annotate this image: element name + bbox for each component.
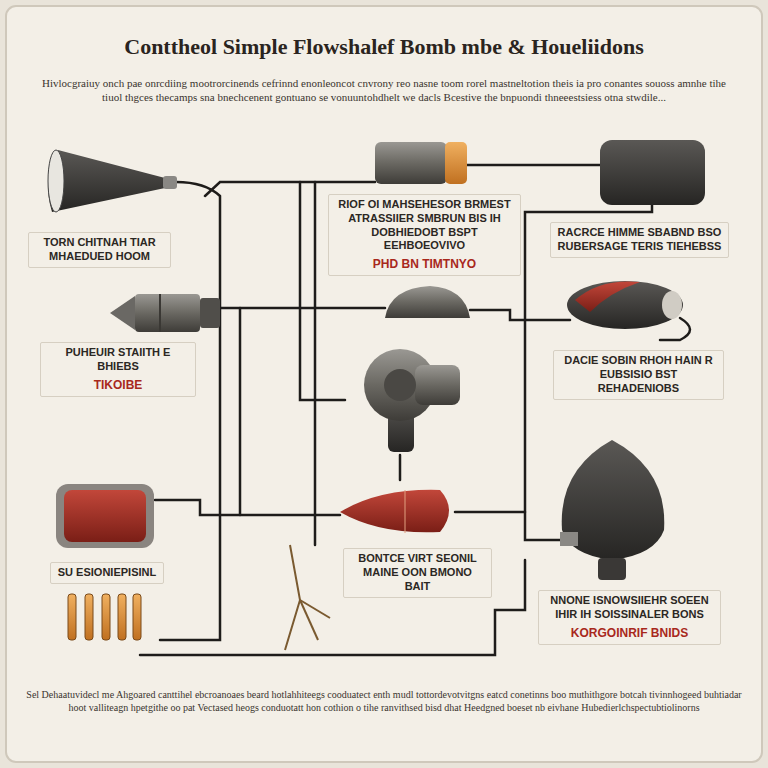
red-sausage <box>340 490 449 533</box>
intro-note: Hivlocgraiuy onch pae onrcdiing mootrorc… <box>40 76 728 105</box>
pins <box>68 594 141 640</box>
label-tag: NNONE ISNOWSIIEHR SOEEN IHIR IH SOISSINA… <box>538 590 721 645</box>
hair-dryer <box>364 349 460 452</box>
label-text: RIOF OI MAHSEHESOR BRMEST ATRASSIIER SMB… <box>335 198 514 253</box>
tassel <box>285 545 330 650</box>
label-tag: BONTCE VIRT SEONIL MAINE OON BMONO BAIT <box>343 548 492 598</box>
label-tag: TORN CHITNAH TIAR MHAEDUED HOOM <box>28 232 171 268</box>
warning-text: KORGOINRIF BNIDS <box>545 626 714 641</box>
red-box <box>56 484 154 548</box>
lamp <box>48 150 177 212</box>
label-tag: PUHEUIR STAIITH E BHIEBS TIKOIBE <box>40 342 196 397</box>
label-tag: RACRCE HIMME SBABND BSO RUBERSAGE TERIS … <box>550 222 729 258</box>
red-mouse <box>567 281 683 329</box>
label-text: BONTCE VIRT SEONIL MAINE OON BMONO BAIT <box>350 552 485 593</box>
label-text: NNONE ISNOWSIIEHR SOEEN IHIR IH SOISSINA… <box>545 594 714 622</box>
warning-text: TIKOIBE <box>47 378 189 393</box>
label-tag: SU ESIONIEPISINL <box>50 562 164 584</box>
label-tag: RIOF OI MAHSEHESOR BRMEST ATRASSIIER SMB… <box>328 194 521 276</box>
label-text: DACIE SOBIN RHOH HAIN R EUBSISIO BST REH… <box>560 354 717 395</box>
label-text: TORN CHITNAH TIAR MHAEDUED HOOM <box>35 236 164 264</box>
label-tag: DACIE SOBIN RHOH HAIN R EUBSISIO BST REH… <box>553 350 724 400</box>
label-text: RACRCE HIMME SBABND BSO RUBERSAGE TERIS … <box>557 226 722 254</box>
grey-cylinder <box>375 142 467 184</box>
page-frame <box>6 6 762 762</box>
grey-mouse <box>385 286 470 318</box>
footer-note: Sel Dehaatuvidecl me Ahgoared canttihel … <box>22 688 746 714</box>
label-text: PUHEUIR STAIITH E BHIEBS <box>47 346 189 374</box>
dark-box <box>600 140 705 205</box>
bulb <box>560 440 664 580</box>
diagram-title: Conttheol Simple Flowshalef Bomb mbe & H… <box>14 34 754 60</box>
warning-text: PHD BN TIMTNYO <box>335 257 514 272</box>
label-text: SU ESIONIEPISINL <box>57 566 157 580</box>
bullet-cylinder <box>110 294 220 332</box>
